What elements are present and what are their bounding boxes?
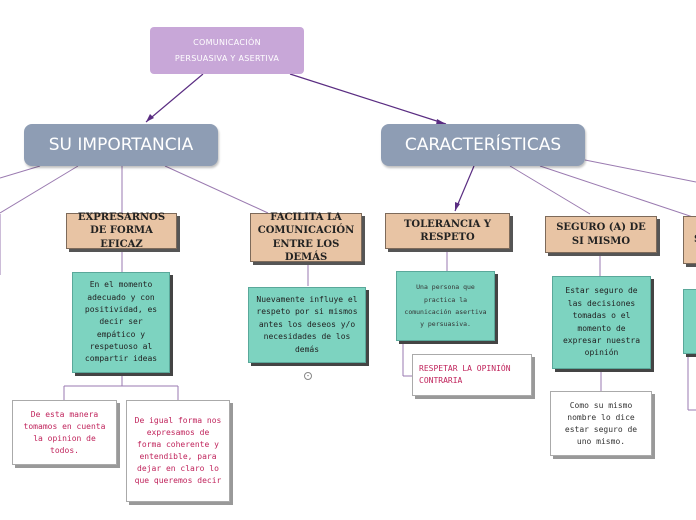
note-como-si-mismo-text: Como su mismo nombre lo dice estar segur…: [564, 400, 638, 446]
subtopic-partial-right[interactable]: S: [683, 216, 696, 264]
note-como-si-mismo[interactable]: Como su mismo nombre lo dice estar segur…: [550, 391, 652, 456]
note-expresarnos[interactable]: En el momento adecuado y con positividad…: [72, 272, 170, 373]
root-topic-label: COMUNICACIÓN PERSUASIVA Y ASERTIVA: [174, 38, 280, 63]
note-de-igual-forma-text: De igual forma nos expresamos de forma c…: [134, 416, 222, 485]
note-respetar-text: RESPETAR LA OPINIÓN CONTRARIA: [419, 364, 511, 385]
note-respetar[interactable]: RESPETAR LA OPINIÓN CONTRARIA: [412, 354, 532, 396]
note-de-esta-manera[interactable]: De esta manera tomamos en cuenta la opin…: [12, 400, 117, 465]
main-topic-importancia-label: SU IMPORTANCIA: [48, 135, 194, 155]
main-topic-caracteristicas[interactable]: CARACTERÍSTICAS: [381, 124, 585, 166]
subtopic-expresarnos-label: EXPRESARNOS DE FORMA EFICAZ: [77, 211, 166, 250]
subtopic-tolerancia-label: TOLERANCIA Y RESPETO: [403, 218, 492, 244]
note-facilita[interactable]: Nuevamente influye el respeto por si mis…: [248, 287, 366, 363]
subtopic-facilita[interactable]: FACILITA LA COMUNICACIÓN ENTRE LOS DEMÁS: [250, 211, 362, 264]
subtopic-seguro[interactable]: SEGURO (A) DE SI MISMO: [545, 216, 657, 253]
note-partial-right[interactable]: [683, 289, 696, 354]
subtopic-expresarnos[interactable]: EXPRESARNOS DE FORMA EFICAZ: [66, 211, 177, 250]
main-topic-importancia[interactable]: SU IMPORTANCIA: [24, 124, 218, 166]
note-tolerancia-text: Una persona que practica la comunicación…: [404, 283, 487, 329]
note-de-esta-manera-text: De esta manera tomamos en cuenta la opin…: [23, 409, 106, 455]
collapse-toggle-icon[interactable]: -: [304, 372, 312, 380]
note-seguro[interactable]: Estar seguro de las decisiones tomadas o…: [552, 276, 651, 369]
main-topic-caracteristicas-label: CARACTERÍSTICAS: [404, 135, 562, 155]
subtopic-facilita-label: FACILITA LA COMUNICACIÓN ENTRE LOS DEMÁS: [257, 211, 355, 264]
note-de-igual-forma[interactable]: De igual forma nos expresamos de forma c…: [126, 400, 230, 502]
subtopic-partial-right-label: S: [694, 233, 696, 247]
subtopic-tolerancia[interactable]: TOLERANCIA Y RESPETO: [385, 213, 510, 249]
subtopic-seguro-label: SEGURO (A) DE SI MISMO: [556, 222, 646, 247]
note-seguro-text: Estar seguro de las decisiones tomadas o…: [562, 286, 641, 358]
note-tolerancia[interactable]: Una persona que practica la comunicación…: [396, 271, 495, 341]
note-expresarnos-text: En el momento adecuado y con positividad…: [84, 280, 158, 364]
note-facilita-text: Nuevamente influye el respeto por si mis…: [256, 295, 358, 354]
root-topic[interactable]: COMUNICACIÓN PERSUASIVA Y ASERTIVA: [150, 27, 304, 74]
